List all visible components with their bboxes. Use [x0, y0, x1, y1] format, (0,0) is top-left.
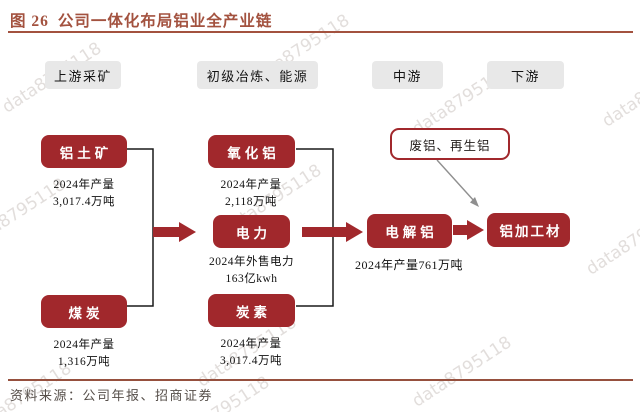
- watermark: data8795118: [582, 200, 640, 280]
- note-alumina-line2: 2,118万吨: [225, 195, 277, 208]
- node-coal: 煤炭: [41, 295, 127, 328]
- figure-title-text: 公司一体化布局铝业全产业链: [57, 13, 273, 30]
- source-divider: [8, 379, 633, 381]
- figure-number: 图 26: [10, 13, 49, 30]
- watermark: data8795118: [408, 332, 516, 412]
- node-carbon: 炭素: [208, 294, 295, 327]
- note-carbon-line2: 3,017.4万吨: [220, 354, 282, 367]
- node-alumina: 氧化铝: [208, 135, 295, 168]
- stage-header-smelting-energy: 初级冶炼、能源: [197, 61, 318, 89]
- note-alumina-line1: 2024年产量: [220, 179, 282, 191]
- note-alumina: 2024年产量 2,118万吨: [191, 177, 311, 210]
- node-electrolytic-aluminum: 电解铝: [367, 214, 452, 248]
- arrow-electrolytic-to-fabrication-head: [467, 220, 484, 240]
- note-bauxite-line1: 2024年产量: [53, 179, 115, 191]
- arrow-recycled-to-fabrication-head: [470, 197, 479, 207]
- note-bauxite-line2: 3,017.4万吨: [53, 195, 115, 208]
- bracket-upstream: [127, 148, 154, 307]
- arrow-recycled-to-fabrication: [436, 159, 476, 203]
- note-power-line1: 2024年外售电力: [209, 256, 294, 268]
- note-carbon: 2024年产量 3,017.4万吨: [191, 336, 311, 369]
- arrow-upstream-to-smelting-head: [179, 222, 196, 242]
- node-scrap-recycled-aluminum: 废铝、再生铝: [390, 128, 510, 160]
- note-bauxite: 2024年产量 3,017.4万吨: [24, 177, 144, 210]
- node-bauxite: 铝土矿: [41, 135, 127, 168]
- stage-header-downstream: 下游: [487, 61, 564, 89]
- note-electrolytic-aluminum: 2024年产量761万吨: [354, 258, 463, 272]
- figure-title: 图 26 公司一体化布局铝业全产业链: [10, 9, 272, 31]
- watermark: data8795118: [598, 52, 640, 132]
- stage-header-upstream: 上游采矿: [45, 61, 121, 89]
- node-aluminum-fabrication: 铝加工材: [487, 213, 570, 247]
- note-power: 2024年外售电力 163亿kwh: [186, 254, 317, 287]
- stage-header-midstream: 中游: [372, 61, 443, 89]
- note-coal-line2: 1,316万吨: [57, 355, 111, 368]
- note-carbon-line1: 2024年产量: [220, 338, 282, 350]
- note-power-line2: 163亿kwh: [225, 272, 278, 285]
- node-power: 电力: [213, 215, 290, 248]
- title-divider: [8, 31, 633, 33]
- note-coal: 2024年产量 1,316万吨: [24, 337, 144, 370]
- arrow-smelting-to-electrolytic-head: [346, 222, 363, 242]
- source-text: 资料来源：公司年报、招商证券: [10, 388, 214, 403]
- note-coal-line1: 2024年产量: [53, 339, 115, 351]
